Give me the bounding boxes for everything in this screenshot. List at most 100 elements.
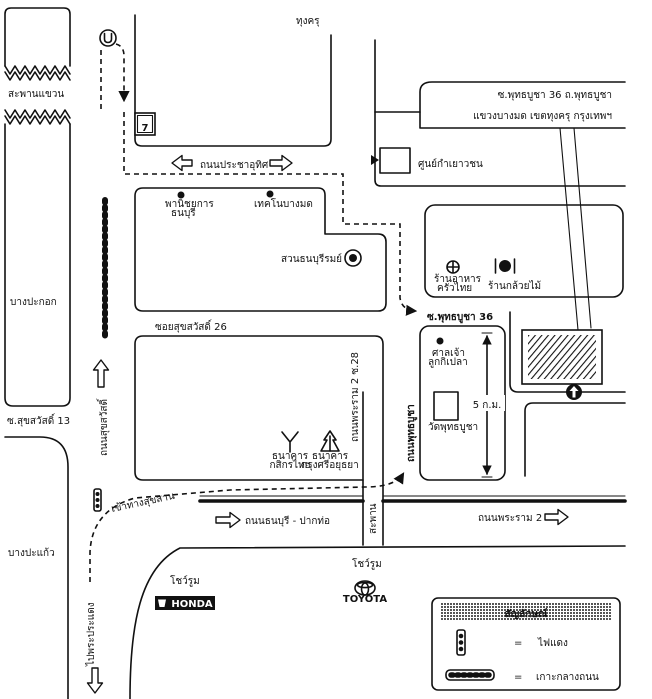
thonburi-pakthor-road-label: ถนนธนบุรี - ปากท่อ bbox=[245, 515, 330, 527]
to-phra-pradaeng-label: ไปพระประแดง bbox=[85, 602, 97, 667]
pointer-arrow-icon bbox=[371, 155, 379, 165]
legend-median-icon bbox=[445, 669, 495, 681]
seven-eleven-logo: 7 bbox=[134, 112, 156, 136]
legend-equals-1: = bbox=[514, 638, 522, 649]
kasikorn-bank-icon bbox=[281, 431, 299, 453]
toyota-showroom-label: โชว์รูม bbox=[352, 557, 382, 570]
u-turn-icon bbox=[99, 29, 117, 47]
suksawat-entry-label: เข้าทางสุขสาน bbox=[110, 490, 176, 515]
soi-phutthabucha-36-label: ซ.พุทธบูชา 36 bbox=[427, 312, 493, 324]
commerce-school-marker bbox=[177, 191, 185, 199]
commerce-school-label-2: ธนบุรี bbox=[171, 207, 196, 219]
pracha-uthit-west-arrow-icon bbox=[171, 154, 193, 172]
bank-block-lower bbox=[4, 436, 69, 699]
krungsri-bank-icon bbox=[320, 430, 340, 452]
bank-block-top bbox=[4, 7, 71, 67]
pracha-uthit-east-arrow-icon bbox=[269, 154, 293, 172]
restaurant-block: ร้านอาหาร ครัวไทย ร้านกล้วยไม้ bbox=[424, 204, 624, 298]
address-box bbox=[419, 81, 626, 129]
right-road-lower-edge bbox=[524, 402, 626, 477]
legend-median-label: เกาะกลางถนน bbox=[536, 672, 599, 683]
road-direction-arrows bbox=[86, 154, 569, 694]
temple-marker bbox=[433, 391, 459, 421]
park-block: พานิชยการ ธนบุรี เทคโนบางมด สวนธนบุรีรมย… bbox=[134, 187, 387, 312]
traffic-light-icon bbox=[93, 488, 102, 512]
address-line-1: ซ.พุทธบูชา 36 ถ.พุทธบูชา bbox=[498, 90, 612, 101]
shrine-label-2: ลูกกิเปลา bbox=[428, 357, 468, 368]
legend-equals-2: = bbox=[514, 672, 522, 683]
commerce-school-label-1: พานิชยการ bbox=[165, 199, 214, 210]
bank-block: ซอยสุขสวัสดิ์ 26 ถนนพระราม 2 ซ.28 สะพาน … bbox=[134, 319, 384, 546]
soi-suksawat-26-label: ซอยสุขสวัสดิ์ 26 bbox=[155, 319, 227, 333]
kasikorn-label-2: กสิกรไทย bbox=[269, 459, 310, 471]
bridge-zigzag-top-1 bbox=[4, 65, 71, 75]
suksawat-road: ถนนสุขสวัสดิ์ ไปพระประแดง เข้าทางสุขสาน bbox=[85, 29, 176, 667]
toyota-logo-text: TOYOTA bbox=[343, 594, 387, 605]
honda-logo-plate bbox=[155, 596, 215, 610]
park-label: สวนธนบุรีรมย์ bbox=[281, 253, 342, 265]
rama2-soi28-label: ถนนพระราม 2 ซ.28 bbox=[350, 352, 361, 442]
callout-line-1 bbox=[559, 127, 579, 331]
callout-line-2 bbox=[573, 127, 592, 329]
suksawat-north-arrow-icon bbox=[92, 359, 110, 388]
bridge-zigzag-top-2 bbox=[4, 71, 71, 81]
bank-block-middle bbox=[4, 123, 71, 407]
highway-south-edge bbox=[129, 545, 626, 699]
distance-dimension: 5 ก.ม. bbox=[469, 332, 505, 478]
route-main bbox=[123, 112, 418, 316]
krungsri-label-1: ธนาคาร bbox=[312, 451, 349, 462]
legend-title: สัญลักษณ์ bbox=[505, 608, 548, 620]
krungsri-label-2: กรุงศรีอยุธยา bbox=[301, 459, 358, 471]
small-bridge-label: สะพาน bbox=[368, 503, 379, 534]
soi-suksawat-13-label: ซ.สุขสวัสดิ์ 13 bbox=[7, 413, 70, 427]
legend: สัญลักษณ์ = ไฟแดง = เกาะกลางถนน bbox=[431, 597, 621, 691]
top-right-block bbox=[374, 39, 626, 187]
seven-eleven-mark: 7 bbox=[142, 123, 149, 134]
temple-block: ศาลเจ้า ลูกกิเปลา วัดพุทธบูชา 5 ก.ม. bbox=[419, 325, 506, 481]
fork-plate-knife-icon bbox=[494, 258, 516, 274]
suspension-bridge-label: สะพานแขวน bbox=[8, 89, 64, 100]
main-highway: ถนนธนบุรี - ปากท่อ ถนนพระราม 2 bbox=[129, 495, 627, 699]
kasikorn-label-1: ธนาคาร bbox=[272, 451, 309, 462]
rama2-east-arrow-icon bbox=[544, 508, 569, 526]
restaurant-1-label-1: ร้านอาหาร bbox=[434, 273, 482, 285]
honda-showroom: โชว์รูม HONDA bbox=[155, 574, 215, 610]
shrine-marker bbox=[436, 337, 444, 345]
thung-khru-label: ทุงครุ bbox=[296, 16, 320, 27]
shrine-label-1: ศาลเจ้า bbox=[432, 347, 465, 359]
top-center-block bbox=[134, 14, 332, 147]
legend-title-bar bbox=[440, 603, 612, 621]
restaurant-2-label: ร้านกล้วยไม้ bbox=[488, 280, 541, 292]
thonburi-pakthor-east-arrow-icon bbox=[215, 511, 241, 529]
phra-pradaeng-south-arrow-icon bbox=[86, 667, 104, 694]
left-bank: สะพานแขวน บางปะกอก ซ.สุขสวัสดิ์ 13 บางปะ… bbox=[4, 7, 71, 699]
one-way-arrow-icon bbox=[566, 384, 582, 400]
phutthabucha-road-label: ถนนพุทธบูชา bbox=[406, 404, 418, 462]
youth-center-label: ศูนย์กำเยาวชน bbox=[418, 158, 483, 170]
pracha-uthit-road-label: ถนนประชาอุทิศ bbox=[200, 160, 269, 171]
right-road-upper-edge bbox=[509, 311, 626, 393]
bang-pakok-label: บางปะกอก bbox=[10, 297, 57, 308]
techno-bangmod-label: เทคโนบางมด bbox=[254, 197, 313, 210]
destination-building bbox=[521, 329, 603, 385]
rama2-road-label: ถนนพระราม 2 bbox=[478, 513, 542, 524]
honda-showroom-label: โชว์รูม bbox=[170, 574, 200, 587]
bridge-zigzag-bottom-2 bbox=[4, 115, 71, 125]
address-line-2: แขวงบางมด เขตทุงครุ กรุงเทพฯ bbox=[473, 111, 612, 122]
youth-center: ศูนย์กำเยาวชน bbox=[371, 147, 483, 174]
restaurant-icon bbox=[446, 260, 460, 274]
toyota-emblem-icon bbox=[354, 580, 376, 596]
bridge-zigzag-bottom-1 bbox=[4, 109, 71, 119]
route-bottom bbox=[89, 472, 405, 582]
honda-wing-icon bbox=[158, 599, 166, 607]
legend-traffic-light-label: ไฟแดง bbox=[537, 637, 568, 649]
bang-pakaeo-label: บางปะแก้ว bbox=[8, 547, 55, 559]
distance-label: 5 ก.ม. bbox=[473, 400, 502, 411]
honda-logo-text: HONDA bbox=[171, 599, 213, 610]
route-uturn-right bbox=[115, 43, 130, 103]
suksawat-road-label: ถนนสุขสวัสดิ์ bbox=[96, 397, 110, 456]
toyota-showroom: โชว์รูม TOYOTA bbox=[343, 557, 387, 605]
temple-label: วัดพุทธบูชา bbox=[428, 422, 478, 433]
restaurant-1-label-2: ครัวไทย bbox=[437, 282, 472, 294]
